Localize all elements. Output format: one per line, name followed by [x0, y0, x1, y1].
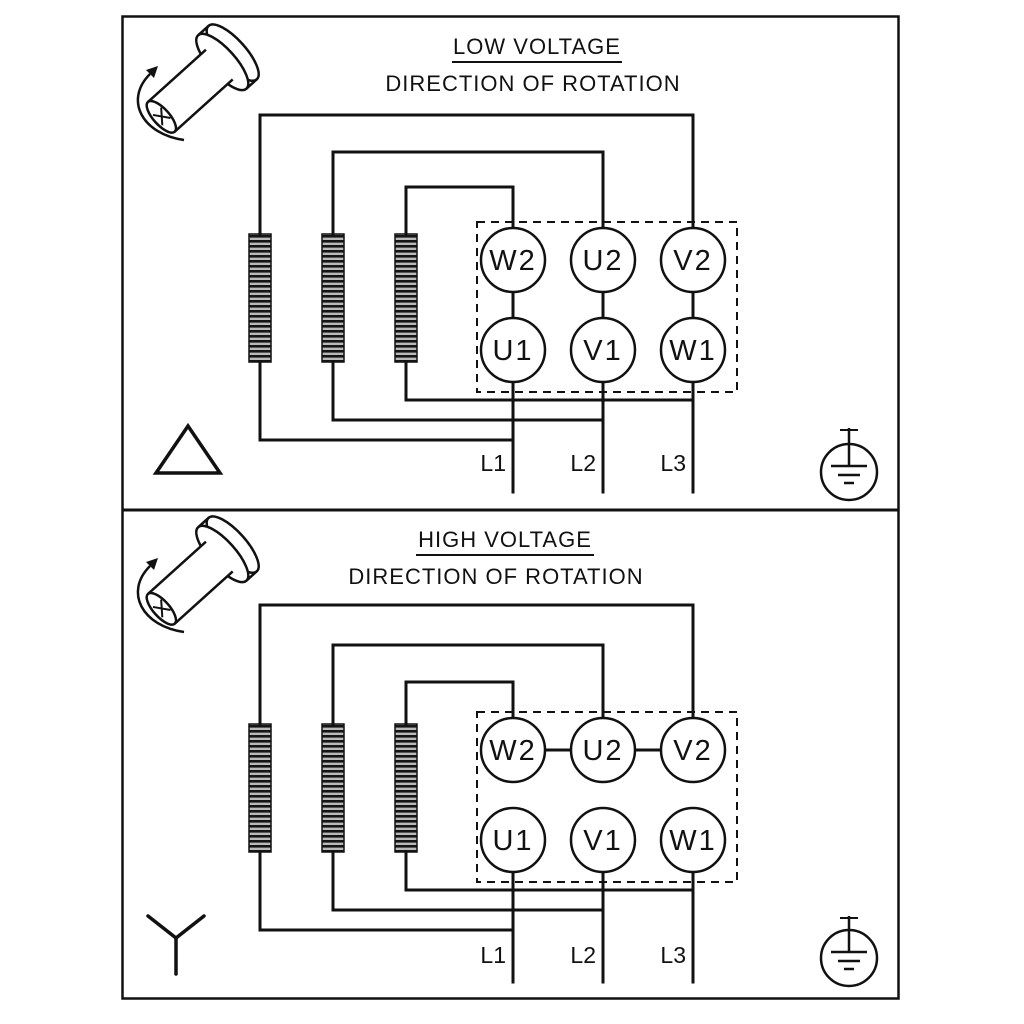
- wire: [258, 850, 515, 932]
- diagram-border: [121, 15, 900, 1000]
- star-symbol-icon: [146, 914, 206, 976]
- terminal-v1: V1: [569, 316, 637, 384]
- coil-winding-1: [248, 723, 272, 853]
- supply-label-l3: L3: [660, 450, 686, 476]
- panel-high-voltage: HIGH VOLTAGE DIRECTION OF ROTATION: [136, 515, 879, 988]
- terminal-label: V1: [583, 335, 622, 367]
- earth-ground-icon: [819, 916, 879, 988]
- terminal-label: U2: [582, 245, 623, 277]
- terminal-w2: W2: [479, 716, 547, 784]
- wire: [258, 360, 515, 442]
- panel-low-voltage: LOW VOLTAGE DIRECTION OF ROTATION: [136, 23, 879, 502]
- terminal-w1: W1: [659, 806, 727, 874]
- coil-winding-2: [321, 233, 345, 363]
- coil-winding-3: [394, 723, 418, 853]
- rotation-arrowhead-icon: [146, 66, 158, 78]
- earth-ground-icon: [819, 428, 879, 502]
- panel-subtitle: DIRECTION OF ROTATION: [348, 564, 643, 589]
- motor-shaft-icon: [136, 23, 260, 142]
- panel-title: LOW VOLTAGE: [453, 34, 621, 59]
- rotation-arrowhead-icon: [146, 558, 158, 570]
- wire: [404, 185, 515, 236]
- shaft-cross-mark: [152, 599, 171, 618]
- supply-label-l3: L3: [660, 942, 686, 968]
- coil-winding-3: [394, 233, 418, 363]
- panel-title: HIGH VOLTAGE: [418, 527, 592, 552]
- rotation-arrow-icon: [136, 565, 185, 634]
- terminal-block-outline: [476, 711, 738, 883]
- supply-label-l1: L1: [480, 450, 506, 476]
- terminal-v2: V2: [659, 716, 727, 784]
- delta-symbol-icon: [152, 422, 224, 475]
- terminal-label: W1: [669, 825, 717, 857]
- terminal-u1: U1: [479, 806, 547, 874]
- wire: [258, 113, 695, 236]
- wire: [404, 850, 695, 892]
- terminal-label: W2: [489, 735, 537, 767]
- terminal-label: U1: [492, 825, 533, 857]
- terminal-label: W1: [669, 335, 717, 367]
- terminal-label: U2: [582, 735, 623, 767]
- shaft-cross-mark: [152, 107, 171, 126]
- terminal-block-outline: [476, 221, 738, 393]
- supply-label-l2: L2: [570, 450, 596, 476]
- terminal-v1: V1: [569, 806, 637, 874]
- supply-label-l1: L1: [480, 942, 506, 968]
- panel-subtitle: DIRECTION OF ROTATION: [385, 71, 680, 96]
- terminal-label: U1: [492, 335, 533, 367]
- wire: [404, 680, 515, 726]
- terminal-u2: U2: [569, 716, 637, 784]
- terminal-u1: U1: [479, 316, 547, 384]
- wire: [331, 643, 605, 726]
- wire: [404, 360, 695, 402]
- wire: [258, 603, 695, 726]
- wire: [331, 150, 605, 236]
- terminal-label: W2: [489, 245, 537, 277]
- terminal-label: V2: [673, 735, 712, 767]
- motor-shaft-icon: [136, 515, 260, 634]
- terminal-v2: V2: [659, 226, 727, 294]
- terminal-w2: W2: [479, 226, 547, 294]
- coil-winding-1: [248, 233, 272, 363]
- terminal-label: V2: [673, 245, 712, 277]
- supply-label-l2: L2: [570, 942, 596, 968]
- coil-winding-2: [321, 723, 345, 853]
- terminal-w1: W1: [659, 316, 727, 384]
- terminal-u2: U2: [569, 226, 637, 294]
- rotation-arrow-icon: [136, 73, 185, 142]
- terminal-label: V1: [583, 825, 622, 857]
